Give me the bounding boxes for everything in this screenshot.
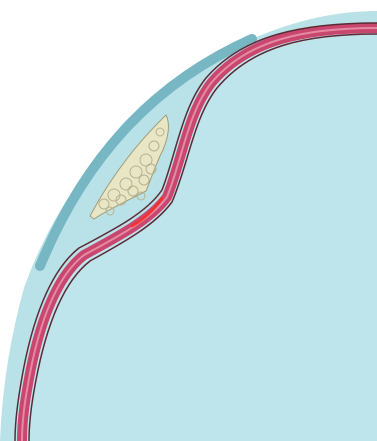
vessel-cross-section-diagram — [0, 0, 377, 441]
